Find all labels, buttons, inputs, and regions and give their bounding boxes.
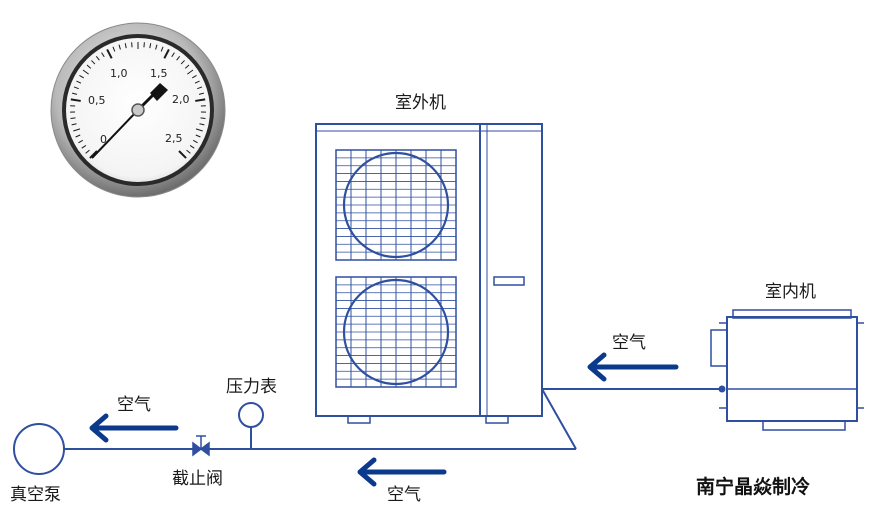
indoor-unit (710, 309, 864, 431)
air-label-bottom: 空气 (387, 485, 421, 505)
gauge-scale-label: 0 (100, 133, 107, 146)
arrow-left-icon (89, 413, 179, 443)
pressure-gauge-label: 压力表 (226, 377, 277, 397)
vacuum-pump-label: 真空泵 (10, 485, 61, 505)
gauge-scale-label: 2,5 (165, 132, 183, 145)
fan-icon (335, 149, 457, 261)
indoor-unit-label: 室内机 (765, 282, 816, 302)
arrow-left-icon (587, 352, 679, 382)
air-label-top-right: 空气 (612, 333, 646, 353)
gauge-hub (131, 103, 145, 117)
vacuum-pump (13, 423, 65, 475)
indoor-connection-point (718, 385, 726, 393)
gauge-scale-label: 1,5 (150, 67, 168, 80)
pressure-gauge-dial: 0 0,5 1,0 1,5 2,0 2,5 (50, 22, 226, 198)
gauge-redline (150, 83, 168, 101)
gauge-scale-label: 1,0 (110, 67, 128, 80)
gauge-scale-label: 0,5 (88, 94, 106, 107)
pressure-gauge-symbol (238, 402, 264, 428)
air-label-left: 空气 (117, 395, 151, 415)
valve-icon (192, 435, 210, 457)
arrow-left-icon (357, 457, 447, 487)
gauge-scale-label: 2,0 (172, 93, 190, 106)
fan-icon (335, 276, 457, 388)
brand-label: 南宁晶焱制冷 (696, 476, 811, 498)
gauge-ticks (70, 42, 206, 159)
outdoor-unit-label: 室外机 (395, 93, 446, 113)
stop-valve-label: 截止阀 (172, 469, 223, 489)
outdoor-unit (315, 123, 543, 424)
gauge-needle (91, 109, 139, 159)
pipe-lines (64, 388, 722, 450)
